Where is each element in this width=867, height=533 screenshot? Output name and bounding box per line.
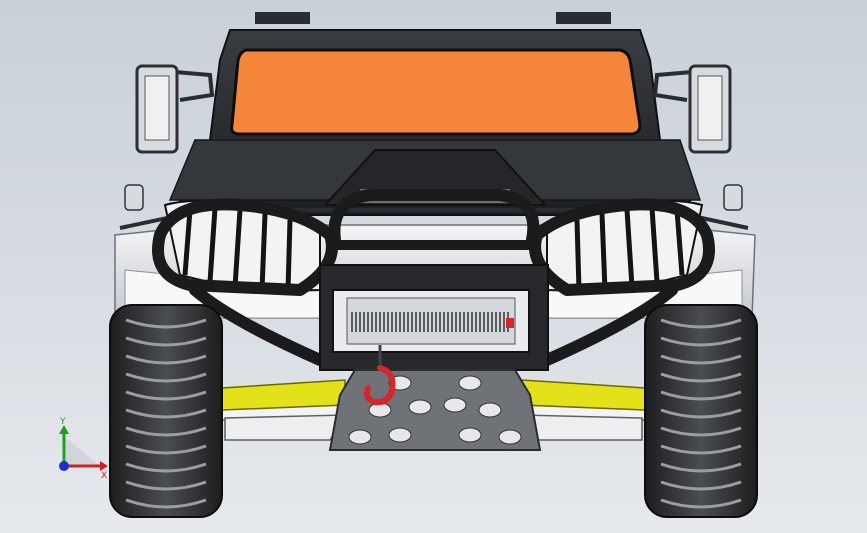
side-hubs [124, 184, 743, 211]
right-tire [644, 304, 758, 518]
right-a-arm [521, 379, 646, 411]
left-a-arm [221, 379, 346, 411]
left-mirror [135, 64, 215, 154]
triad-x-label: X [101, 471, 107, 481]
winch [319, 264, 549, 371]
skid-plate [328, 369, 542, 451]
suspension [219, 379, 648, 441]
left-tire [109, 304, 223, 518]
right-light-cage [546, 200, 704, 294]
roof-lights [255, 12, 611, 24]
right-mirror [652, 64, 732, 154]
hook [363, 345, 396, 406]
windshield [230, 48, 642, 136]
reference-triad: X Y [59, 417, 108, 481]
triad-y-label: Y [59, 417, 66, 427]
left-light-cage [163, 200, 321, 294]
bull-bar [152, 189, 715, 366]
